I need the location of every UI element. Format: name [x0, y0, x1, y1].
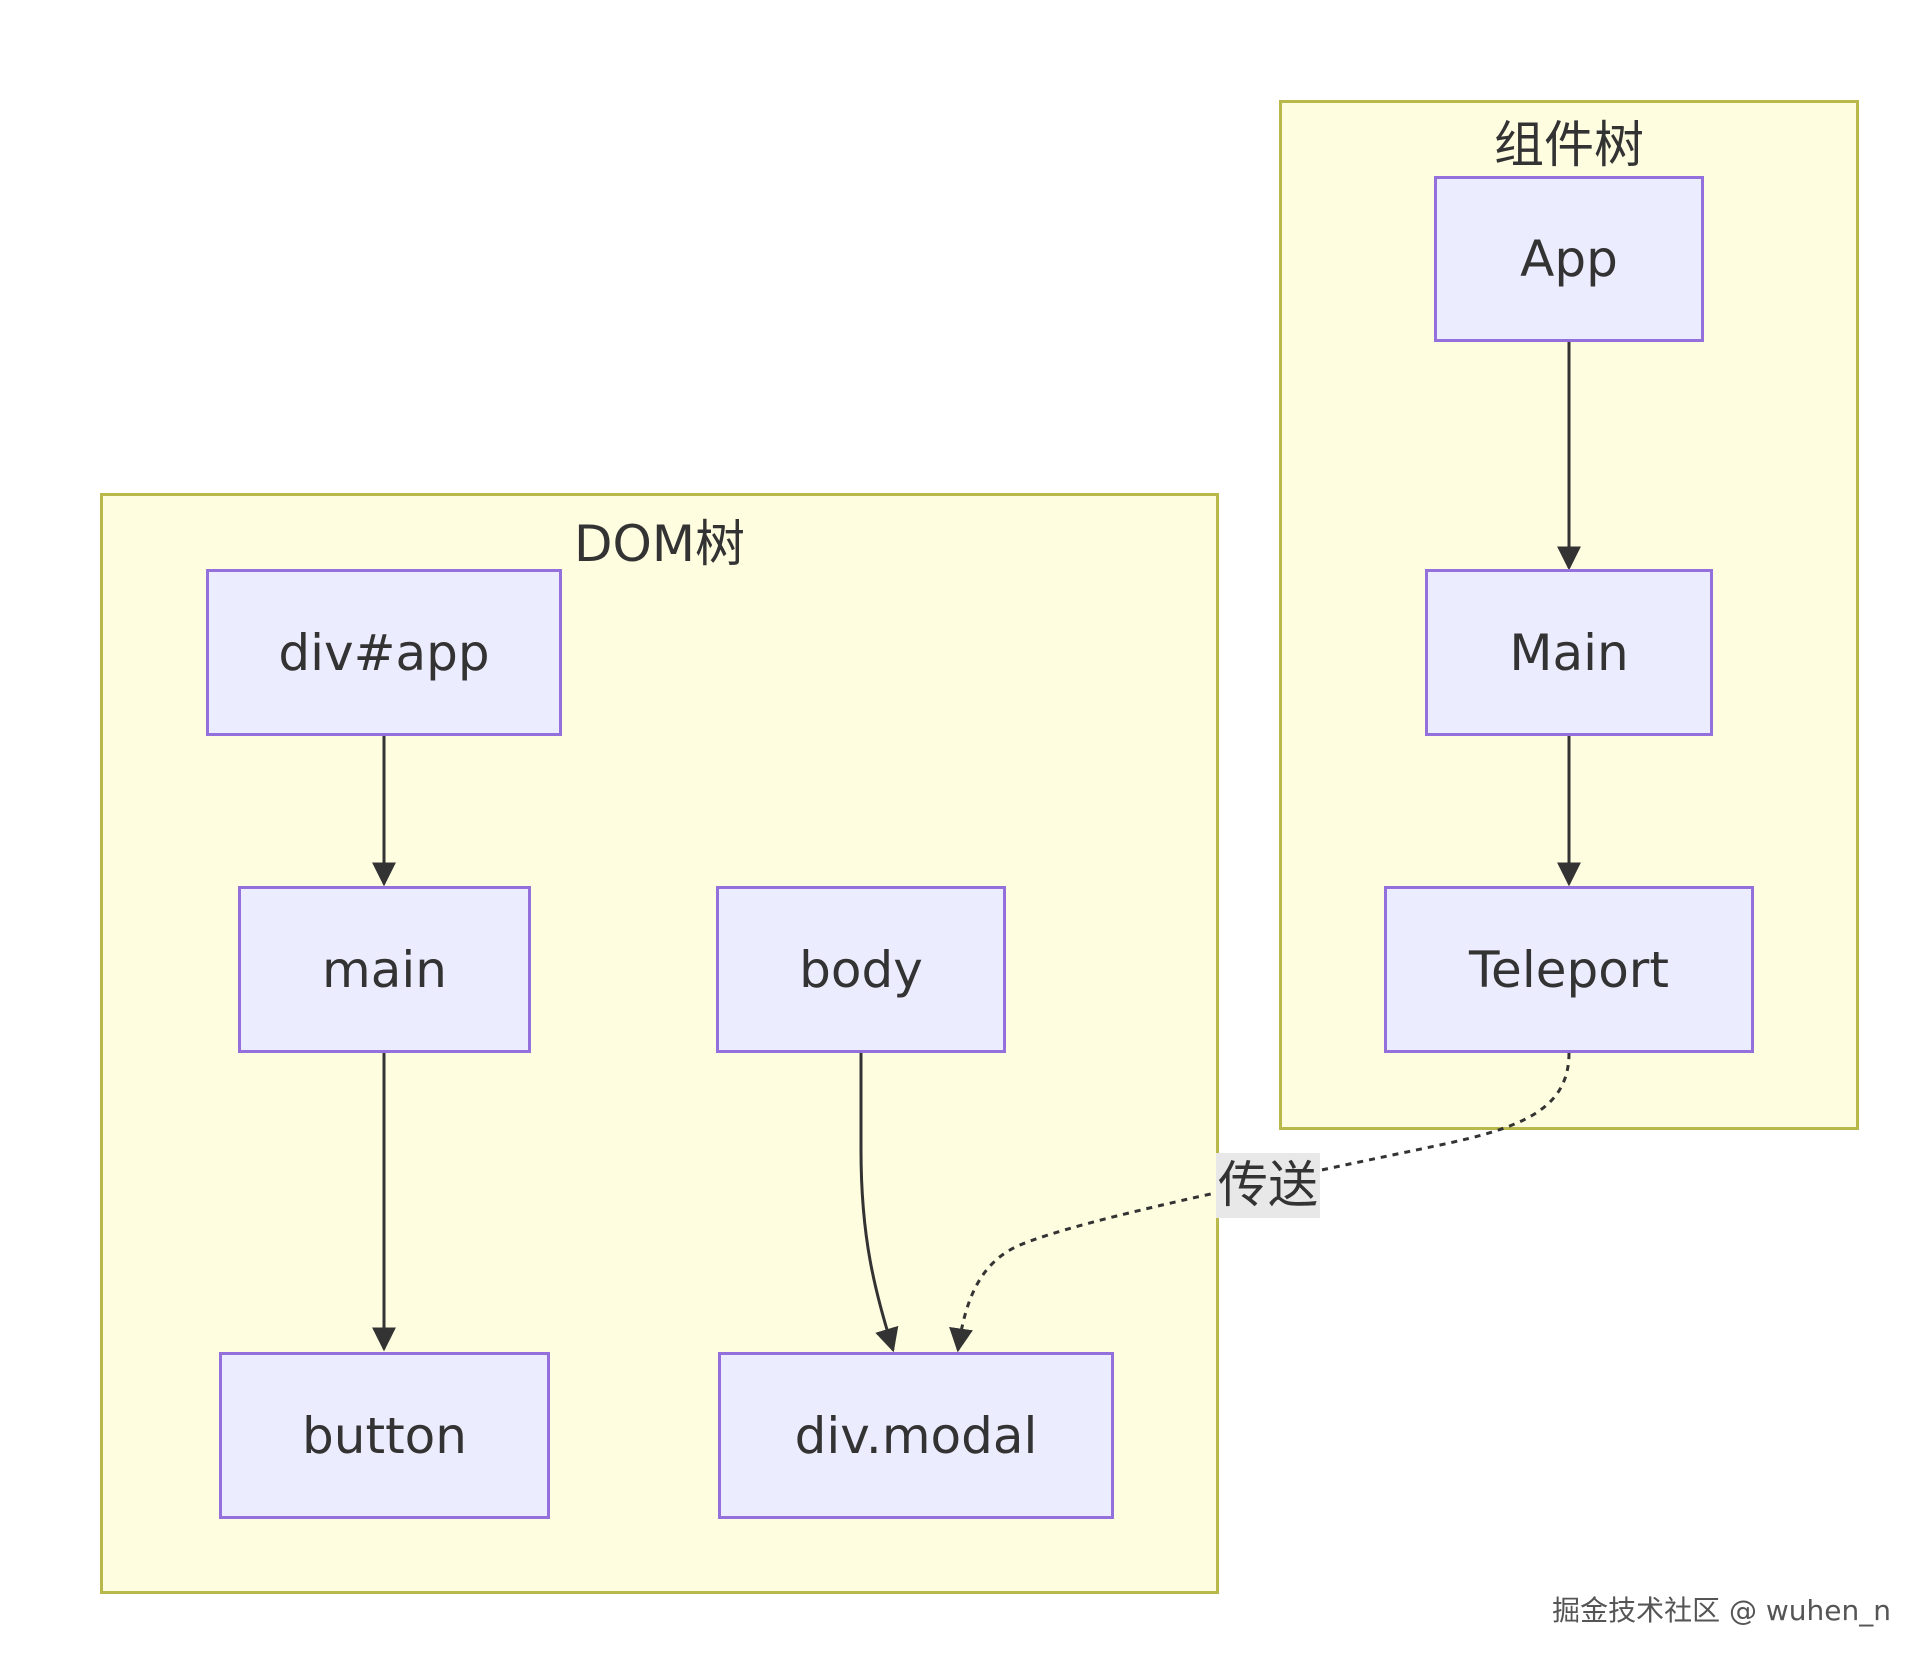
- node-button[interactable]: button: [219, 1352, 550, 1519]
- component-tree-title: 组件树: [1494, 116, 1644, 174]
- teleport-edge-label: 传送: [1216, 1153, 1320, 1218]
- dom-tree-title: DOM树: [574, 515, 745, 573]
- edge-body-divmodal: [859, 1053, 899, 1353]
- node-div-modal[interactable]: div.modal: [718, 1352, 1114, 1519]
- watermark: 掘金技术社区 @ wuhen_n: [1552, 1594, 1891, 1627]
- node-main[interactable]: main: [238, 886, 531, 1053]
- node-div-app[interactable]: div#app: [206, 569, 562, 736]
- node-main-component[interactable]: Main: [1425, 569, 1713, 736]
- node-teleport[interactable]: Teleport: [1384, 886, 1754, 1053]
- node-body[interactable]: body: [716, 886, 1006, 1053]
- node-app[interactable]: App: [1434, 176, 1704, 342]
